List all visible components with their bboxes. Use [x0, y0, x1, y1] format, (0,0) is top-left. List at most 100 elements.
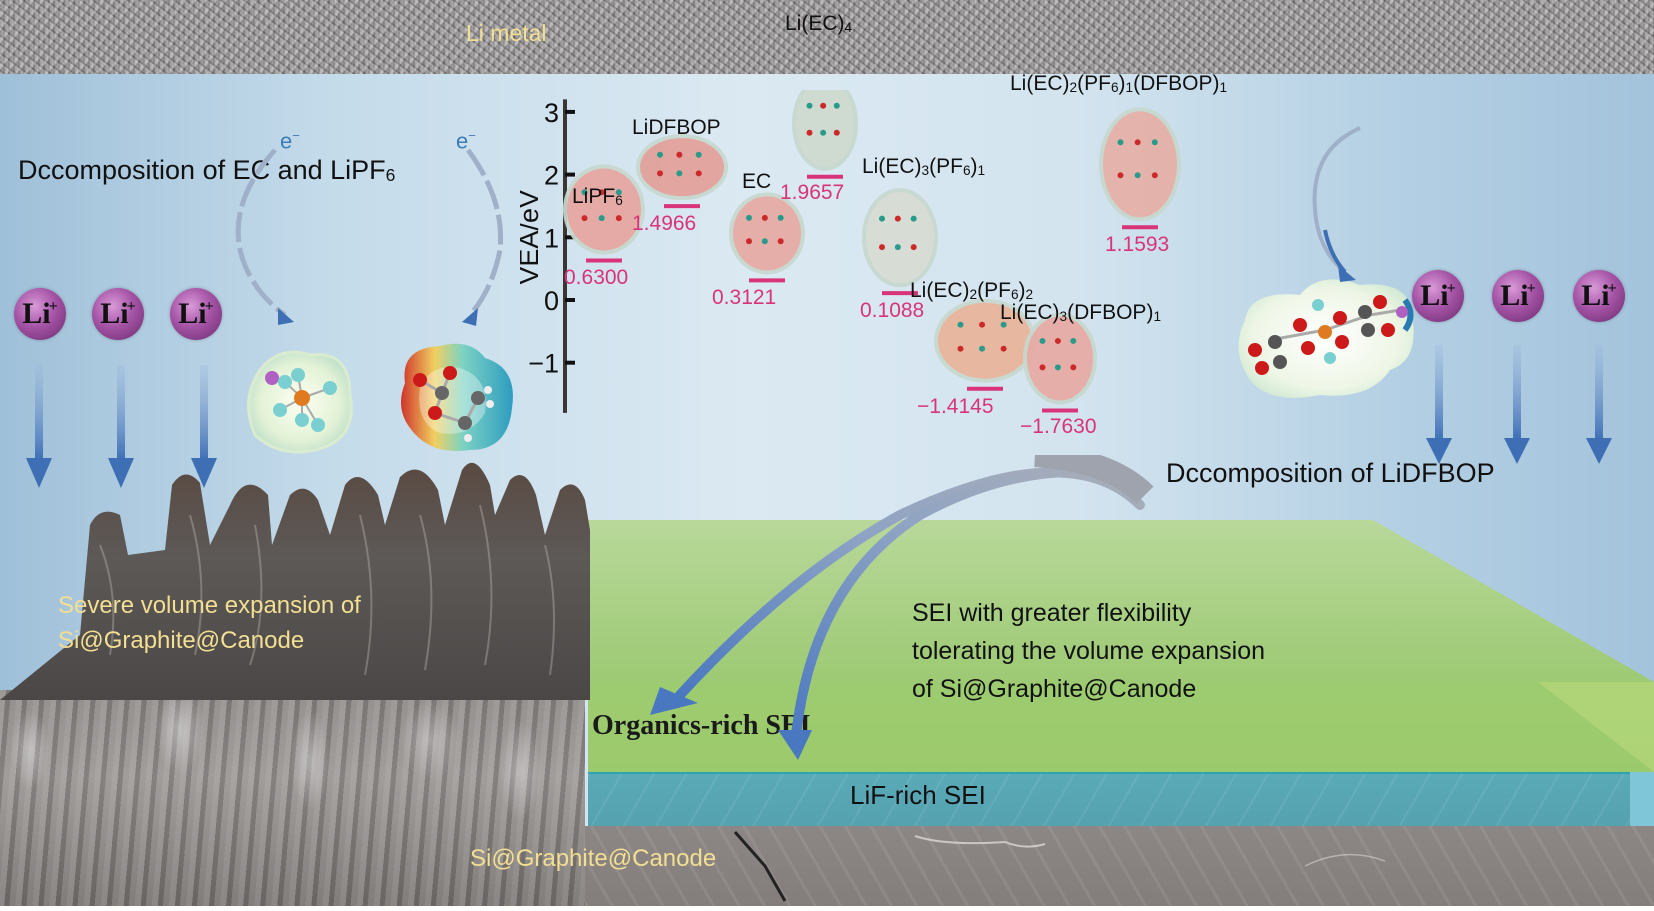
- atom-dot: [746, 238, 752, 245]
- molecule-vea-value: 0.1088: [860, 299, 925, 323]
- down-arrow-shaft: [1435, 345, 1443, 440]
- molecule-blob-li-ec-4: [792, 90, 858, 171]
- lif-edge: [1630, 772, 1654, 826]
- decomp-lidfbop-title: Dccomposition of LiDFBOP: [1166, 458, 1495, 488]
- li-ion-left-1: Li+: [14, 288, 66, 340]
- atom-dot: [894, 215, 901, 222]
- atom-dot: [657, 151, 663, 158]
- lif-rich-sei-label: LiF-rich SEI: [850, 780, 986, 810]
- molecule-name-label: Li(EC)3(DFBOP)1: [1000, 300, 1162, 324]
- atom-dot: [1151, 139, 1158, 146]
- severe-expansion-label: Severe volume expansion of Si@Graphite@C…: [58, 588, 361, 658]
- atom-dot: [1134, 139, 1141, 146]
- y-tick-label: −1: [528, 349, 559, 379]
- y-tick-label: 3: [544, 98, 559, 128]
- atom-dot: [695, 170, 702, 177]
- atom-dot: [598, 189, 605, 196]
- down-arrowhead: [191, 458, 217, 488]
- atom-dot: [820, 129, 827, 136]
- atom-dot: [1134, 172, 1141, 179]
- ec-esp-molecule: [401, 343, 513, 452]
- atom-dot: [746, 214, 752, 221]
- electron-arrowhead-left: [278, 308, 294, 325]
- molecule-name-label: Li(EC)2(PF6)2: [910, 278, 1034, 302]
- atom-dot: [1000, 345, 1007, 352]
- atom-dot: [761, 238, 768, 245]
- pillar-texture: [99, 504, 555, 676]
- molecule-blobs: [563, 90, 1181, 405]
- sei-flex-line-3: of Si@Graphite@Canode: [912, 675, 1197, 703]
- electron-arrow-left: [235, 148, 287, 318]
- atom-dot: [979, 345, 986, 352]
- down-arrowhead: [1586, 438, 1612, 464]
- molecule-blob-li-ec-3-dfbop-1: [1023, 312, 1097, 405]
- sei-slab-corner: [1538, 682, 1654, 772]
- atom-dot: [657, 170, 663, 177]
- atom-dot: [1054, 337, 1061, 344]
- atom-dot: [957, 321, 964, 328]
- atom-dot: [581, 215, 588, 222]
- sei-flexibility-text: SEI with greater flexibility tolerating …: [912, 594, 1265, 708]
- atom-dot: [598, 215, 605, 222]
- y-tick-label: 2: [544, 161, 559, 191]
- atom-dot: [1039, 364, 1046, 371]
- lipf6-esp-molecule: [247, 350, 353, 454]
- sem-cracks: [733, 831, 1386, 902]
- sei-formation-arrows: [650, 455, 1154, 760]
- sei-flex-line-1: SEI with greater flexibility: [912, 599, 1192, 627]
- arrow-to-organics: [675, 467, 1145, 700]
- atom-dot: [879, 215, 885, 222]
- atom-dot: [1039, 337, 1046, 344]
- atom-dot: [833, 102, 840, 109]
- anode-sem-image-left: [0, 690, 585, 906]
- li-ion-left-3: Li+: [170, 288, 222, 340]
- lif-rich-sei-layer: [588, 772, 1630, 828]
- molecule-blob-li-ec-2-pf6-1-dfbop-1: [1099, 107, 1181, 222]
- down-arrow-shaft: [35, 365, 43, 460]
- down-arrow-shaft: [1595, 345, 1603, 440]
- atom-dot: [833, 129, 840, 136]
- molecule-vea-value: 1.1593: [1105, 233, 1170, 257]
- atom-dot: [1117, 172, 1124, 179]
- atom-dot: [581, 189, 588, 196]
- anode-bottom-label: Si@Graphite@Canode: [470, 845, 717, 872]
- molecule-blob-lidfbop: [636, 134, 728, 201]
- arrow-tail-thick: [1034, 455, 1154, 504]
- molecule-name-label: Li(EC)2(PF6)1(DFBOP)1: [1010, 72, 1228, 96]
- expanded-anode-pillars: [0, 462, 590, 700]
- down-arrowhead: [1504, 438, 1530, 464]
- atom-dot: [879, 244, 885, 251]
- molecule-vea-value: 1.4966: [632, 212, 697, 236]
- lidfbop-reduction-arrow: [1312, 126, 1361, 282]
- atom-dot: [676, 170, 683, 177]
- molecule-name-label: Li(EC)3(PF6)1: [862, 155, 986, 179]
- lidfbop-esp-molecule: [1238, 279, 1414, 398]
- down-arrow-shaft: [117, 365, 125, 460]
- down-arrowhead: [26, 458, 52, 488]
- atom-dot: [806, 102, 813, 109]
- atom-dot: [615, 189, 622, 196]
- li-ion-left-2: Li+: [92, 288, 144, 340]
- pillar-silhouette: [0, 462, 590, 700]
- molecule-vea-value: −1.4145: [917, 394, 994, 418]
- atom-dot: [676, 151, 683, 158]
- li-ion-right-2: Li+: [1492, 270, 1544, 322]
- molecule-vea-value: 0.3121: [712, 286, 777, 310]
- value-bars: [586, 174, 1158, 413]
- li-ion-down-arrows-left: [26, 365, 217, 488]
- li-ion-right-3: Li+: [1573, 270, 1625, 322]
- molecule-name-label: LiDFBOP: [632, 116, 721, 140]
- molecule-name-label: LiPF6: [572, 185, 623, 209]
- molecule-vea-value: −1.7630: [1020, 414, 1097, 438]
- li-metal-label: Li metal: [466, 20, 547, 46]
- y-axis-label: VEA/eV: [520, 190, 544, 285]
- atom-dot: [1151, 172, 1158, 179]
- electron-transfer-arrows: [235, 148, 504, 326]
- electron-label-2: e−: [456, 128, 476, 154]
- atom-dot: [777, 214, 784, 221]
- down-arrowhead: [108, 458, 134, 488]
- arrowhead-lif: [778, 730, 812, 760]
- electron-label-1: e−: [280, 128, 300, 154]
